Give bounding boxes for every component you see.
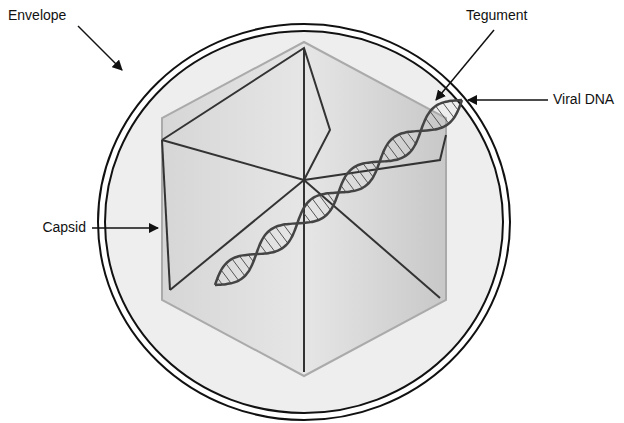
part-label: Envelope [8,8,66,23]
dna-rung [284,225,293,237]
dna-rung [302,211,310,222]
part-label: Tegument [466,8,527,23]
envelope-outer [98,24,510,420]
dna-rung [328,193,335,202]
dna-rung [345,178,355,191]
dna-rung [226,264,239,281]
dna-strand [215,100,462,285]
dna-rung [240,256,250,270]
dna-rung [430,111,442,127]
dna-rung [276,227,288,243]
envelope-inner [105,31,503,413]
dna-rung [407,132,416,144]
dna-rung [426,118,434,129]
part-label: Capsid [42,220,86,235]
dna-rung [221,270,231,283]
dna-rung [307,204,319,220]
dna-rung [356,166,369,183]
dna-rung [383,152,390,161]
leader-arrows [78,26,548,228]
dna-rung [451,101,458,110]
dna-rung [399,134,411,150]
dna-rung [349,171,362,188]
dna-helix [215,100,462,285]
dna-rung [319,195,330,210]
dna-rung [264,237,275,252]
dna-rung [232,259,245,276]
dna-rung [443,103,454,118]
dna-strand [215,100,462,285]
part-label: Viral DNA [553,92,614,107]
dna-rung [260,244,267,253]
dna-rung [363,164,373,178]
dna-rung [387,144,398,159]
